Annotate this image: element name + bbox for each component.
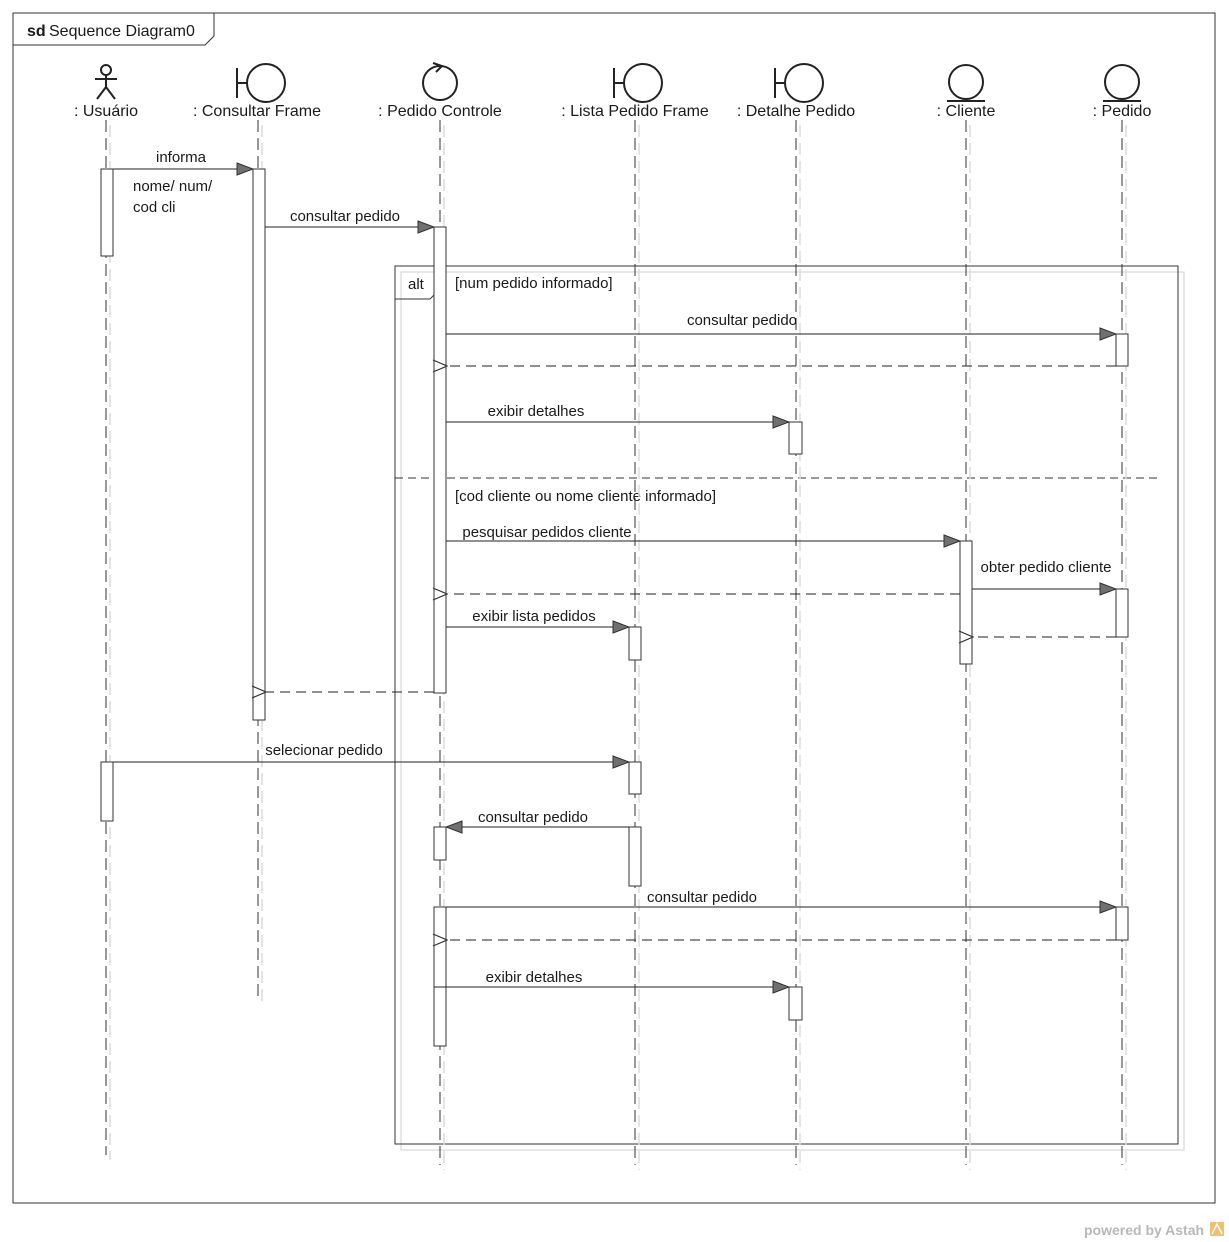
frame-keyword: sd xyxy=(27,23,46,40)
lifeline-label: : Lista Pedido Frame xyxy=(561,103,709,120)
astah-logo-icon xyxy=(1210,1222,1224,1236)
alt-fragment: alt [num pedido informado] [cod cliente … xyxy=(394,265,1185,1151)
lifeline-usuario[interactable]: : Usuário xyxy=(74,64,138,120)
activation-bar xyxy=(433,906,447,1047)
message-selecionar-pedido[interactable]: selecionar pedido xyxy=(113,742,629,762)
entity-icon xyxy=(1103,64,1141,102)
lifeline-cliente[interactable]: : Cliente xyxy=(937,64,996,120)
message-consultar-pedido[interactable]: consultar pedido xyxy=(446,312,1116,334)
message-note: nome/ num/ cod cli xyxy=(133,178,213,216)
messages: informa consultar pedido consultar pedid… xyxy=(113,149,1116,987)
lifeline-label: : Detalhe Pedido xyxy=(737,103,855,120)
boundary-icon xyxy=(774,63,824,103)
message-exibir-detalhes[interactable]: exibir detalhes xyxy=(434,969,789,987)
lifeline-pedido[interactable]: : Pedido xyxy=(1093,64,1152,120)
lifeline-consultar-frame[interactable]: : Consultar Frame xyxy=(193,63,321,120)
lifeline-lista-pedido-frame[interactable]: : Lista Pedido Frame xyxy=(561,63,709,120)
boundary-icon xyxy=(236,63,286,103)
activation-bar xyxy=(1115,333,1129,367)
message-obter-pedido-cliente[interactable]: obter pedido cliente xyxy=(972,559,1116,589)
note-line: nome/ num/ xyxy=(133,178,213,195)
message-label: exibir lista pedidos xyxy=(472,608,595,625)
sd-frame: sd Sequence Diagram0 xyxy=(12,12,1216,1204)
entity-icon xyxy=(947,64,985,102)
activation-bars xyxy=(100,168,1129,1047)
message-pesquisar-pedidos-cliente[interactable]: pesquisar pedidos cliente xyxy=(446,524,960,541)
message-consultar-pedido[interactable]: consultar pedido xyxy=(446,889,1116,907)
activation-bar xyxy=(1115,588,1129,638)
lifeline-label: : Consultar Frame xyxy=(193,103,321,120)
footer-text: powered by Astah xyxy=(1084,1222,1204,1238)
activation-bar xyxy=(100,761,114,822)
message-label: pesquisar pedidos cliente xyxy=(462,524,631,541)
message-label: obter pedido cliente xyxy=(981,559,1112,576)
control-icon xyxy=(422,62,458,101)
message-exibir-lista-pedidos[interactable]: exibir lista pedidos xyxy=(446,608,629,627)
lifeline-label: : Cliente xyxy=(937,103,996,120)
lifeline-detalhe-pedido[interactable]: : Detalhe Pedido xyxy=(737,63,855,120)
footer-watermark: powered by Astah xyxy=(1084,1222,1224,1238)
message-label: consultar pedido xyxy=(687,312,797,329)
activation-bar xyxy=(1115,906,1129,941)
lifeline-label: : Pedido xyxy=(1093,103,1152,120)
activation-bar xyxy=(788,986,803,1021)
message-label: exibir detalhes xyxy=(486,969,583,986)
guard-2: [cod cliente ou nome cliente informado] xyxy=(455,488,716,505)
message-consultar-pedido[interactable]: consultar pedido xyxy=(446,809,629,827)
activation-bar xyxy=(433,826,447,861)
message-consultar-pedido[interactable]: consultar pedido xyxy=(265,208,434,227)
message-informa[interactable]: informa xyxy=(113,149,253,169)
activation-bar xyxy=(628,826,642,887)
message-exibir-detalhes[interactable]: exibir detalhes xyxy=(446,403,789,422)
lifeline-label: : Usuário xyxy=(74,103,138,120)
actor-icon xyxy=(95,64,117,100)
boundary-icon xyxy=(613,63,663,103)
alt-operator: alt xyxy=(408,276,425,293)
activation-bar xyxy=(433,226,447,694)
activation-bar xyxy=(788,421,803,455)
activation-bar xyxy=(628,626,642,661)
message-label: consultar pedido xyxy=(290,208,400,225)
activation-bar xyxy=(959,540,973,665)
lifeline-label: : Pedido Controle xyxy=(378,103,502,120)
activation-bar xyxy=(100,168,114,257)
lifeline-pedido-controle[interactable]: : Pedido Controle xyxy=(378,62,502,120)
message-label: informa xyxy=(156,149,207,166)
activation-bar xyxy=(628,761,642,795)
message-label: consultar pedido xyxy=(647,889,757,906)
frame-title: Sequence Diagram0 xyxy=(49,23,195,40)
note-line: cod cli xyxy=(133,199,176,216)
message-label: selecionar pedido xyxy=(265,742,383,759)
message-label: consultar pedido xyxy=(478,809,588,826)
message-label: exibir detalhes xyxy=(488,403,585,420)
activation-bar xyxy=(252,168,266,721)
guard-1: [num pedido informado] xyxy=(455,275,613,292)
